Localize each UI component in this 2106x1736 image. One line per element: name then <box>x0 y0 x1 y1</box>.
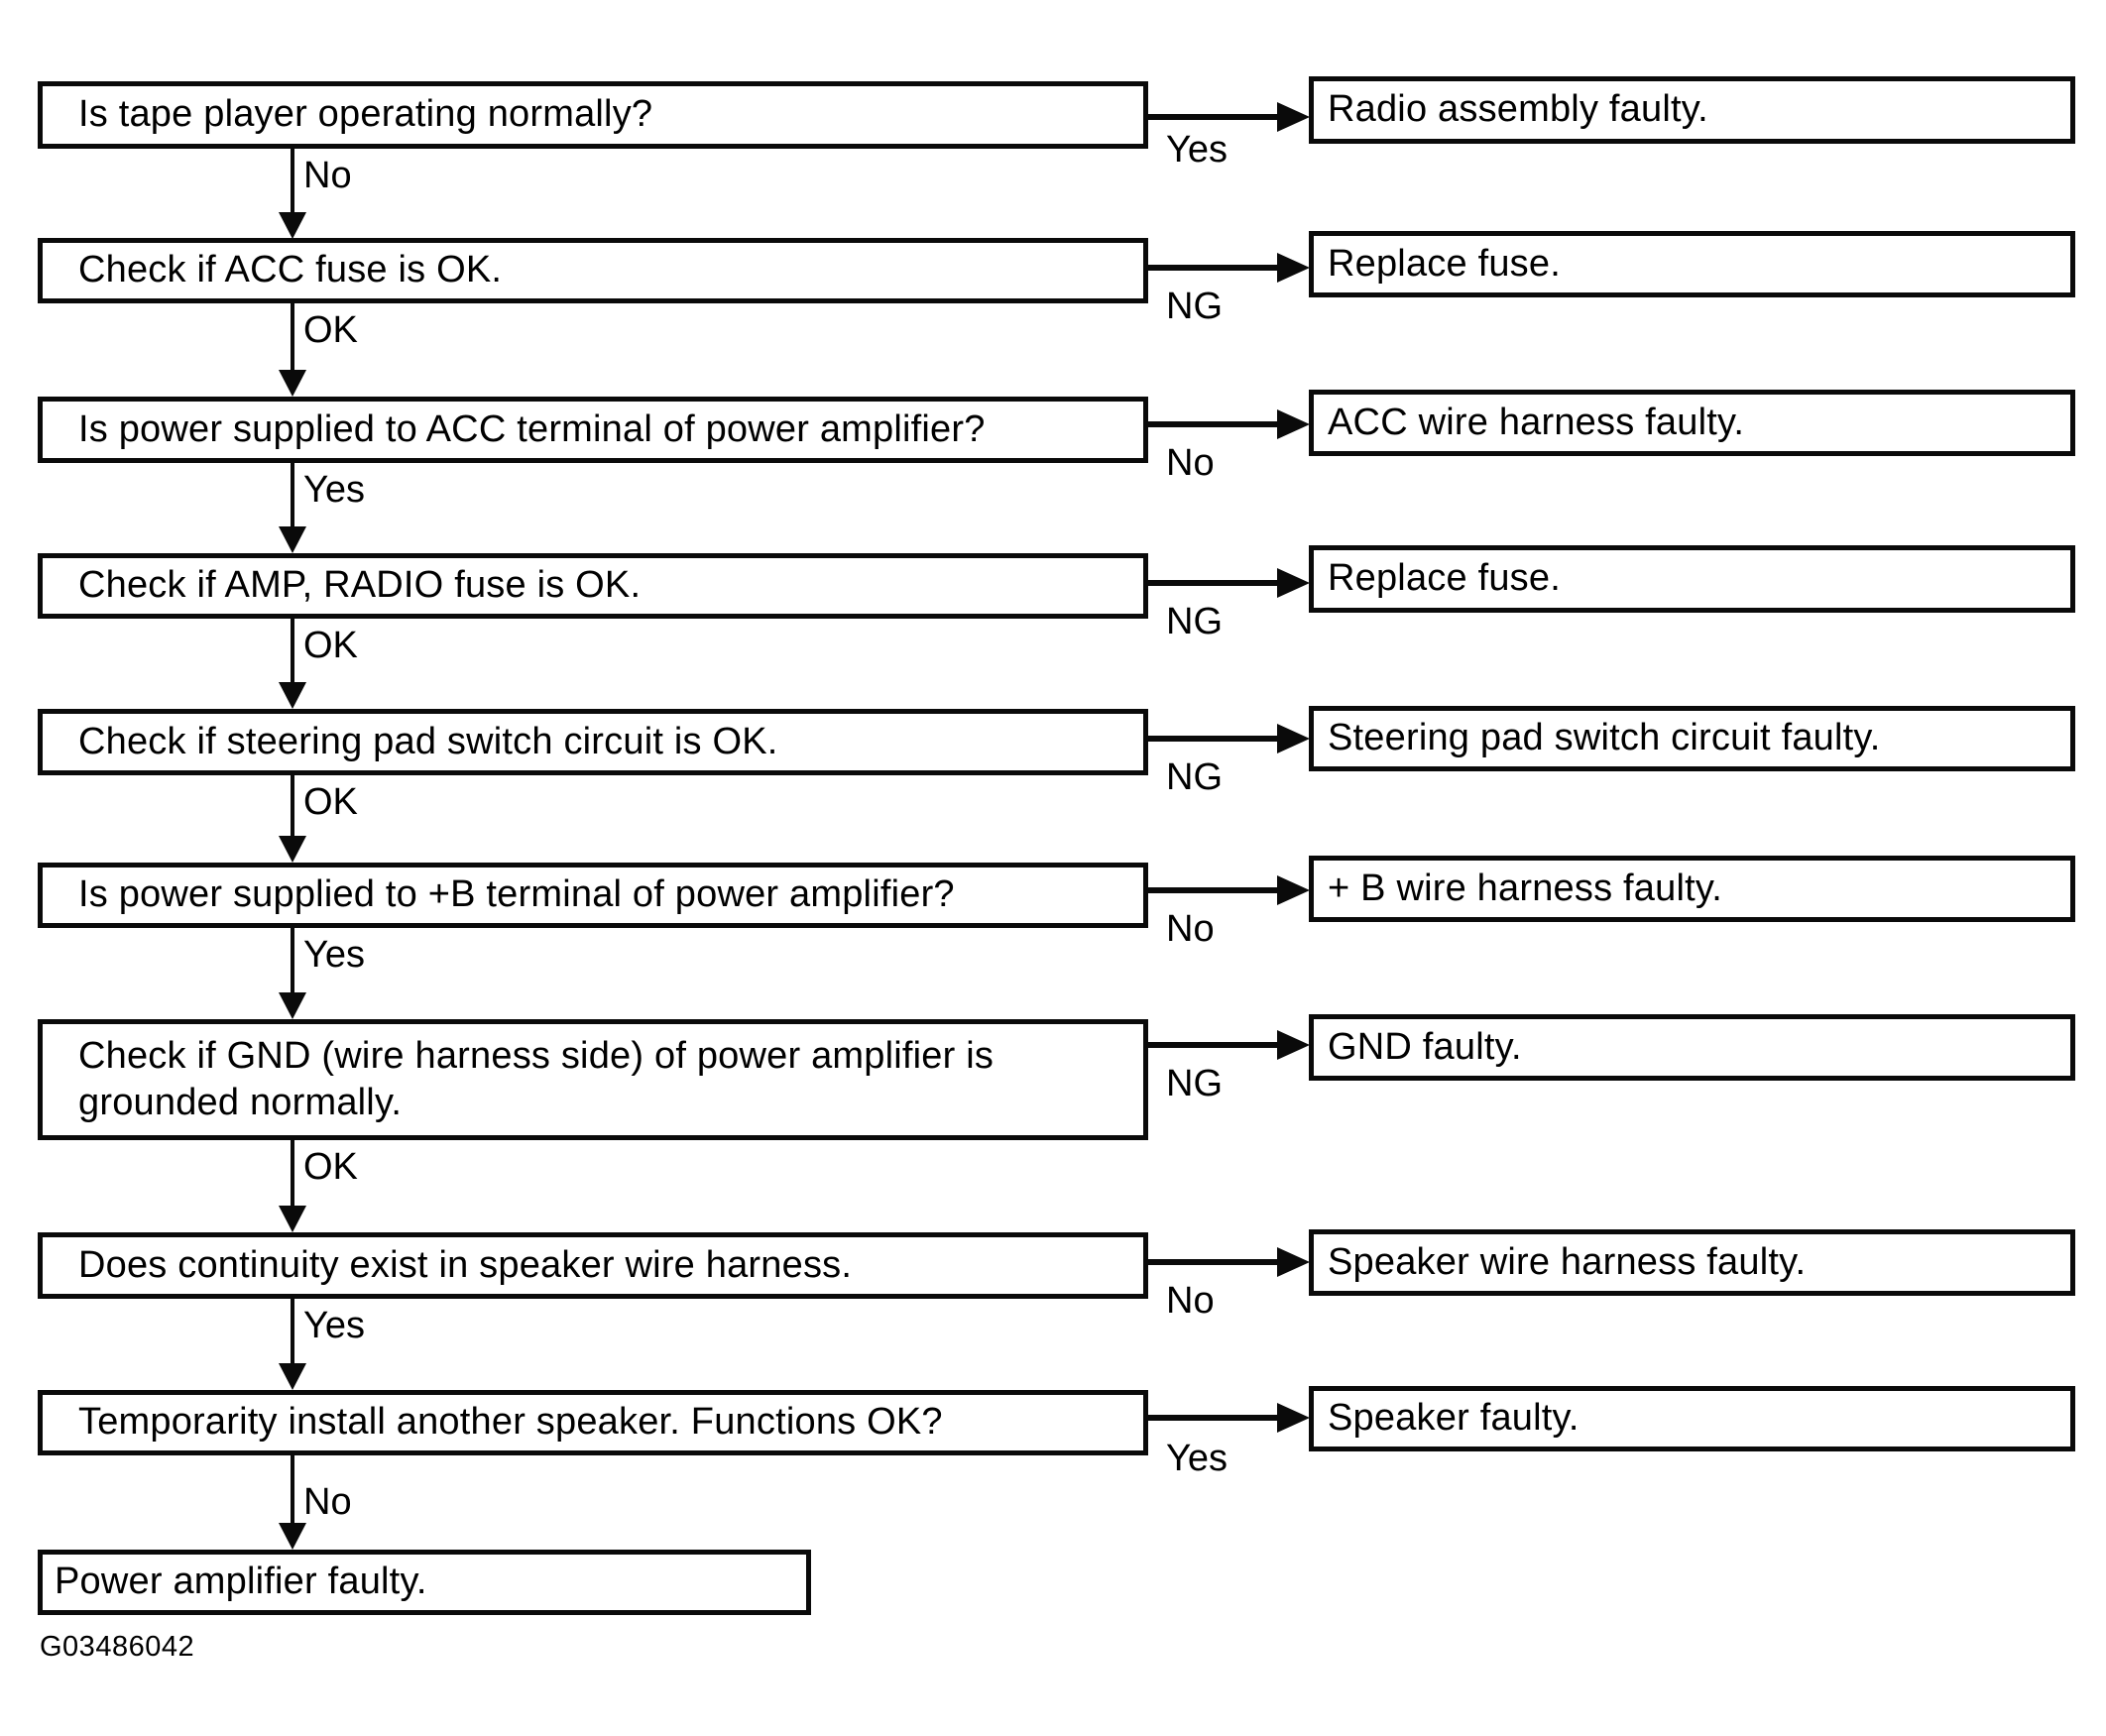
right-arrow-label-6: No <box>1166 908 1215 950</box>
right-arrow-head-3 <box>1277 409 1310 439</box>
question-box-2: Check if ACC fuse is OK. <box>38 238 1148 303</box>
down-arrow-line-5 <box>291 775 294 836</box>
question-box-8: Does continuity exist in speaker wire ha… <box>38 1232 1148 1299</box>
result-box-5: Steering pad switch circuit faulty. <box>1309 706 2075 771</box>
down-arrow-line-3 <box>291 463 294 526</box>
result-text-4: Replace fuse. <box>1328 557 1561 600</box>
result-box-8: Speaker wire harness faulty. <box>1309 1229 2075 1296</box>
result-text-1: Radio assembly faulty. <box>1328 88 1708 131</box>
down-arrow-label-6: Yes <box>303 934 365 976</box>
right-arrow-head-8 <box>1277 1247 1310 1277</box>
down-arrow-line-9 <box>291 1455 294 1523</box>
question-box-6: Is power supplied to +B terminal of powe… <box>38 863 1148 928</box>
down-arrow-label-7: OK <box>303 1146 358 1188</box>
result-text-6: + B wire harness faulty. <box>1328 867 1722 909</box>
question-box-1: Is tape player operating normally? <box>38 81 1148 149</box>
terminal-text: Power amplifier faulty. <box>55 1561 427 1603</box>
right-arrow-label-5: NG <box>1166 756 1223 798</box>
down-arrow-label-1: No <box>303 155 352 196</box>
right-arrow-head-2 <box>1277 253 1310 283</box>
question-text-1: Is tape player operating normally? <box>78 93 653 136</box>
down-arrow-line-2 <box>291 303 294 370</box>
down-arrow-label-8: Yes <box>303 1305 365 1346</box>
question-text-3: Is power supplied to ACC terminal of pow… <box>78 407 986 450</box>
down-arrow-head-3 <box>279 526 306 553</box>
right-arrow-head-1 <box>1277 102 1310 132</box>
right-arrow-line-8 <box>1148 1259 1279 1265</box>
right-arrow-label-2: NG <box>1166 286 1223 327</box>
down-arrow-line-1 <box>291 149 294 212</box>
right-arrow-label-8: No <box>1166 1280 1215 1322</box>
right-arrow-head-9 <box>1277 1403 1310 1433</box>
result-box-2: Replace fuse. <box>1309 231 2075 297</box>
question-box-9: Temporarity install another speaker. Fun… <box>38 1390 1148 1455</box>
right-arrow-head-7 <box>1277 1030 1310 1060</box>
question-text-4: Check if AMP, RADIO fuse is OK. <box>78 564 642 607</box>
question-text-5: Check if steering pad switch circuit is … <box>78 720 778 762</box>
right-arrow-head-4 <box>1277 568 1310 598</box>
right-arrow-label-7: NG <box>1166 1063 1223 1104</box>
down-arrow-head-1 <box>279 212 306 239</box>
result-text-8: Speaker wire harness faulty. <box>1328 1240 1807 1283</box>
result-text-2: Replace fuse. <box>1328 242 1561 285</box>
right-arrow-line-4 <box>1148 580 1279 586</box>
result-box-7: GND faulty. <box>1309 1014 2075 1081</box>
down-arrow-head-9 <box>279 1523 306 1550</box>
question-text-9: Temporarity install another speaker. Fun… <box>78 1401 943 1444</box>
question-box-3: Is power supplied to ACC terminal of pow… <box>38 397 1148 463</box>
right-arrow-line-2 <box>1148 265 1279 271</box>
right-arrow-head-5 <box>1277 724 1310 753</box>
right-arrow-line-7 <box>1148 1042 1279 1048</box>
down-arrow-head-6 <box>279 992 306 1019</box>
down-arrow-head-7 <box>279 1206 306 1232</box>
question-text-8: Does continuity exist in speaker wire ha… <box>78 1243 853 1286</box>
result-box-3: ACC wire harness faulty. <box>1309 390 2075 456</box>
right-arrow-line-5 <box>1148 736 1279 742</box>
down-arrow-line-6 <box>291 928 294 992</box>
question-box-7: Check if GND (wire harness side) of powe… <box>38 1019 1148 1140</box>
result-text-3: ACC wire harness faulty. <box>1328 401 1745 443</box>
right-arrow-label-3: No <box>1166 442 1215 484</box>
down-arrow-head-5 <box>279 836 306 863</box>
right-arrow-label-9: Yes <box>1166 1438 1228 1479</box>
down-arrow-label-4: OK <box>303 625 358 666</box>
right-arrow-label-1: Yes <box>1166 129 1228 171</box>
question-text-7: Check if GND (wire harness side) of powe… <box>78 1034 994 1124</box>
down-arrow-head-8 <box>279 1363 306 1390</box>
right-arrow-line-3 <box>1148 421 1279 427</box>
result-text-7: GND faulty. <box>1328 1025 1522 1068</box>
down-arrow-label-9: No <box>303 1481 352 1523</box>
down-arrow-head-4 <box>279 682 306 709</box>
question-box-4: Check if AMP, RADIO fuse is OK. <box>38 553 1148 619</box>
down-arrow-label-3: Yes <box>303 469 365 511</box>
question-text-2: Check if ACC fuse is OK. <box>78 249 503 291</box>
result-box-9: Speaker faulty. <box>1309 1386 2075 1451</box>
down-arrow-label-2: OK <box>303 309 358 351</box>
down-arrow-line-7 <box>291 1140 294 1206</box>
down-arrow-label-5: OK <box>303 781 358 823</box>
right-arrow-line-6 <box>1148 887 1279 893</box>
right-arrow-line-9 <box>1148 1415 1279 1421</box>
figure-code: G03486042 <box>40 1631 195 1663</box>
result-text-5: Steering pad switch circuit faulty. <box>1328 717 1881 759</box>
down-arrow-line-4 <box>291 619 294 682</box>
result-box-4: Replace fuse. <box>1309 545 2075 613</box>
right-arrow-head-6 <box>1277 875 1310 905</box>
result-box-6: + B wire harness faulty. <box>1309 856 2075 922</box>
result-box-1: Radio assembly faulty. <box>1309 76 2075 144</box>
down-arrow-line-8 <box>291 1299 294 1363</box>
question-box-5: Check if steering pad switch circuit is … <box>38 709 1148 775</box>
result-text-9: Speaker faulty. <box>1328 1397 1580 1440</box>
down-arrow-head-2 <box>279 370 306 397</box>
terminal-box: Power amplifier faulty. <box>38 1550 811 1615</box>
question-text-6: Is power supplied to +B terminal of powe… <box>78 873 955 916</box>
right-arrow-label-4: NG <box>1166 601 1223 642</box>
right-arrow-line-1 <box>1148 114 1279 120</box>
